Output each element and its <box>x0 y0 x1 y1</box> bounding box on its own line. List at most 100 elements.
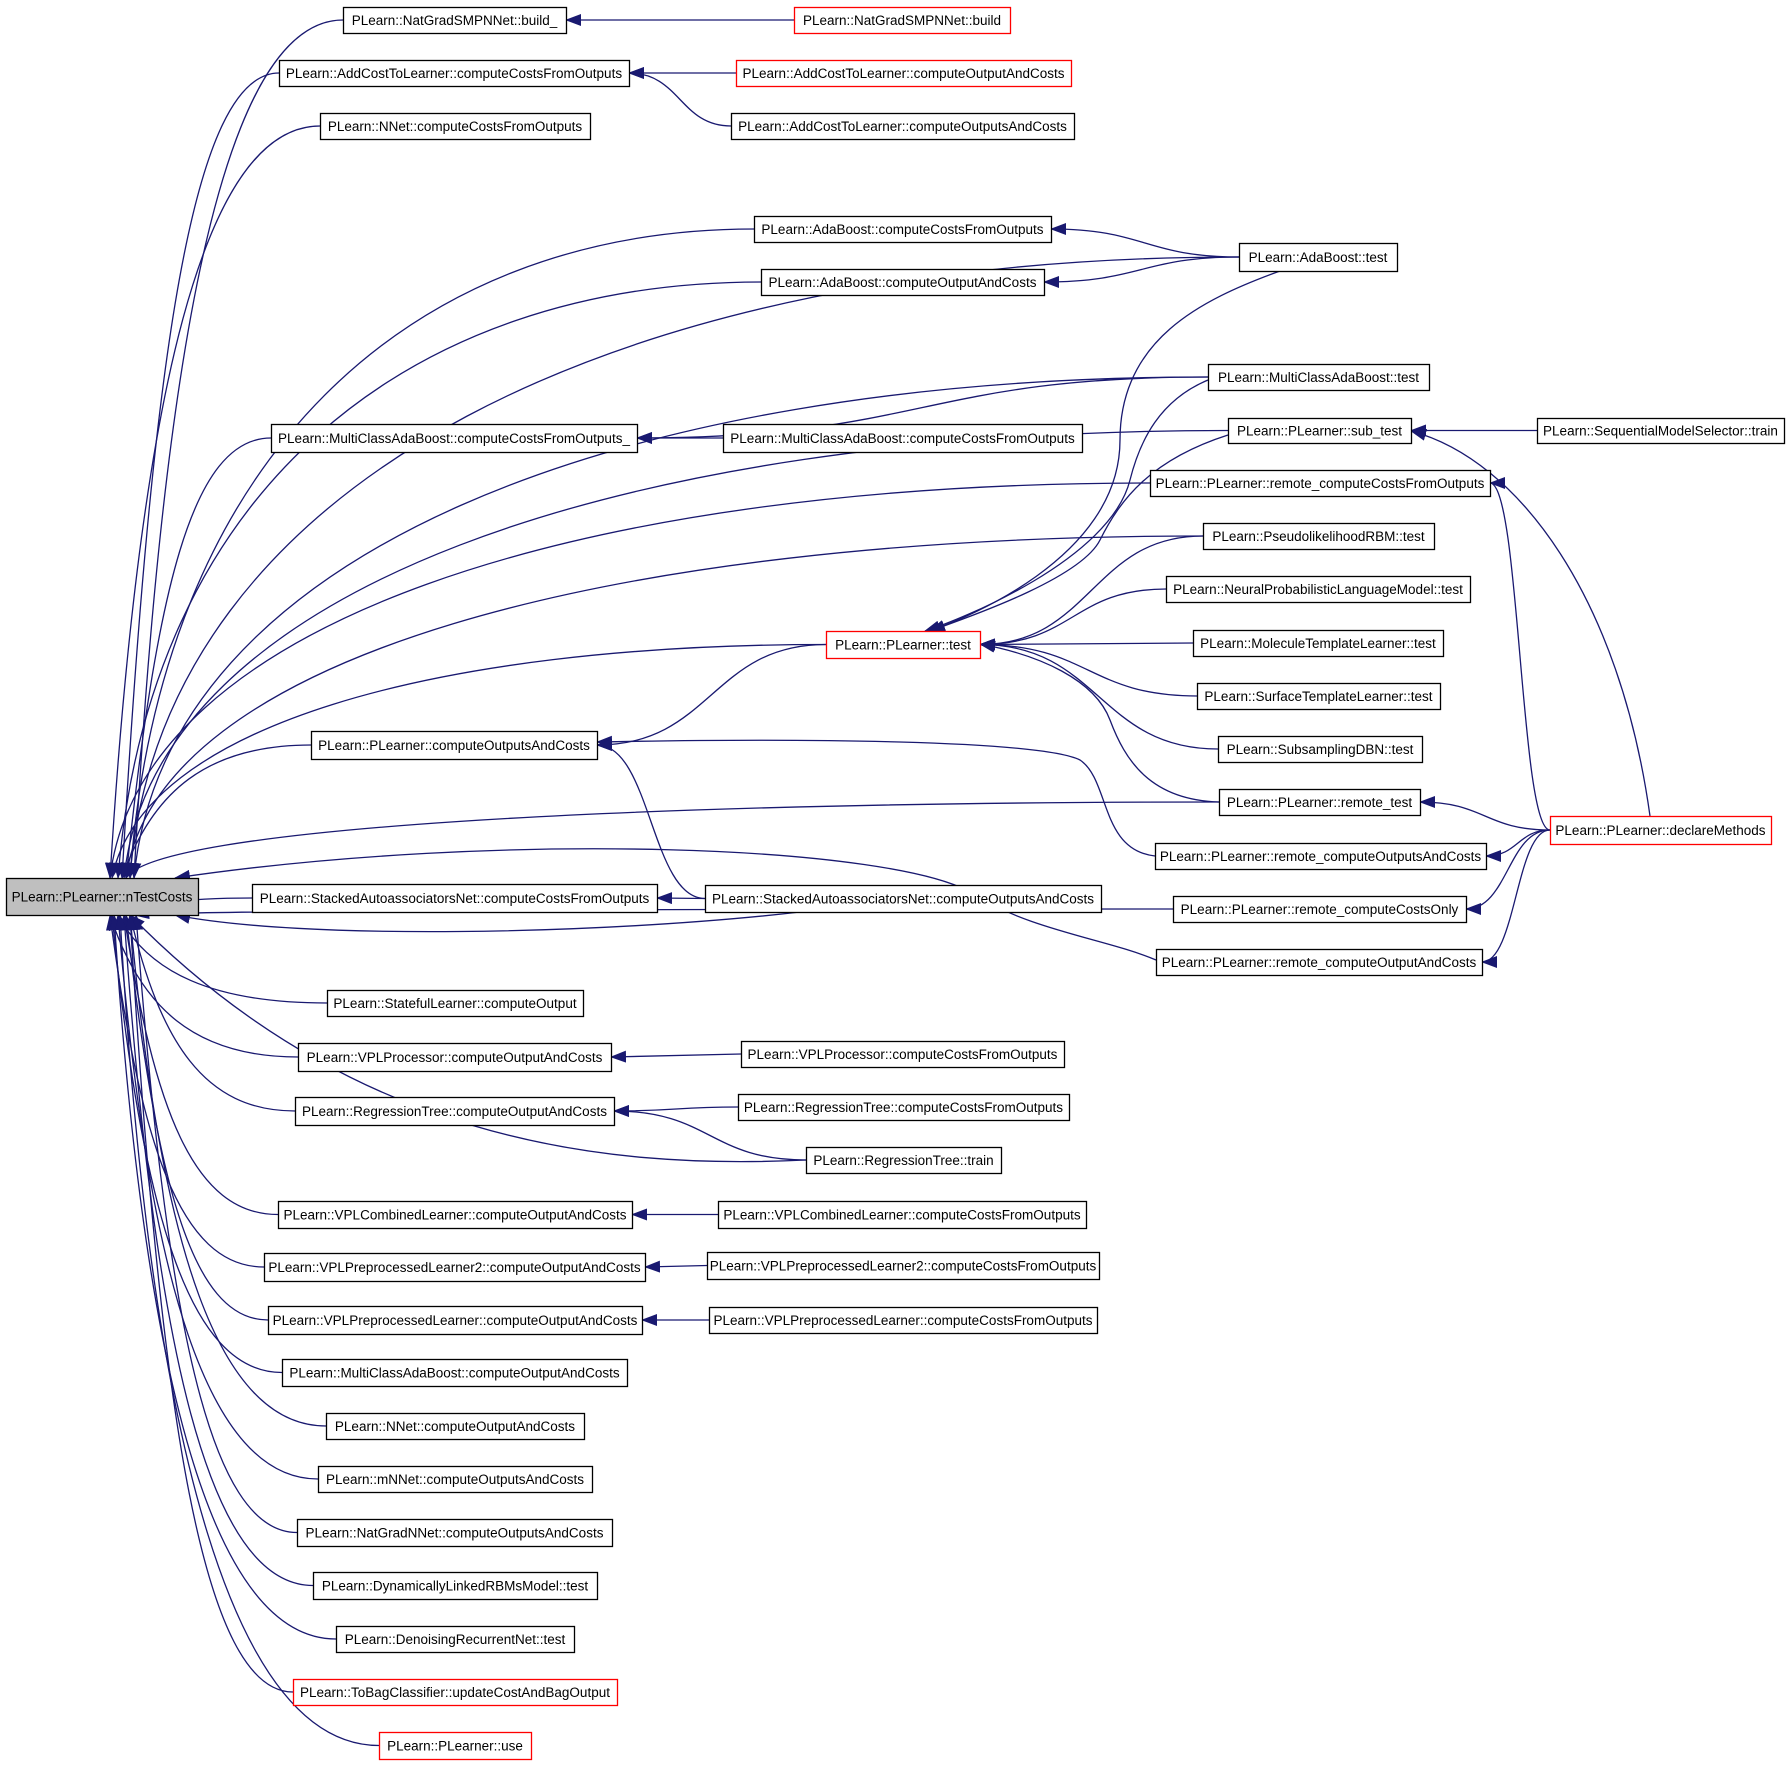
edge-plearn-regressiontree-computeoutputandcosts-to-plearn-plearner-ntestcosts <box>127 914 296 1112</box>
node-plearn-dynamicallylinkedrbmsmodel-test[interactable]: PLearn::DynamicallyLinkedRBMsModel::test <box>312 1571 599 1601</box>
node-box <box>722 423 1084 454</box>
edge-plearn-plearner-declaremethods-to-plearn-plearner-sub-test <box>1410 429 1651 817</box>
node-box <box>310 730 599 761</box>
node-plearn-addcosttolearner-computecostsfromoutputs[interactable]: PLearn::AddCostToLearner::computeCostsFr… <box>278 59 631 88</box>
node-box <box>294 1096 616 1127</box>
node-plearn-plearner-computeoutputsandcosts[interactable]: PLearn::PLearner::computeOutputsAndCosts <box>310 730 599 761</box>
edge-plearn-natgradnnet-computeoutputsandcosts-to-plearn-plearner-ntestcosts <box>131 914 298 1534</box>
node-plearn-neuralprobabilisticlanguagemodel-test[interactable]: PLearn::NeuralProbabilisticLanguageModel… <box>1165 575 1472 604</box>
node-box <box>277 1200 634 1230</box>
node-box <box>793 6 1012 35</box>
node-plearn-vplprocessor-computeoutputandcosts[interactable]: PLearn::VPLProcessor::computeOutputAndCo… <box>297 1042 613 1073</box>
edge-plearn-stackedautoassociatorsnet-computeoutputsandcosts-to-plearn-plearner-ntestcosts <box>174 911 801 933</box>
node-box <box>5 877 200 917</box>
node-box <box>1217 735 1424 764</box>
node-label: PLearn::AdaBoost::computeCostsFromOutput… <box>761 222 1043 237</box>
node-plearn-adaboost-computeoutputandcosts[interactable]: PLearn::AdaBoost::computeOutputAndCosts <box>760 268 1046 297</box>
node-plearn-multiclassadaboost-computecostsfromoutputs[interactable]: PLearn::MultiClassAdaBoost::computeCosts… <box>722 423 1084 454</box>
node-plearn-pseudolikelihoodrbm-test[interactable]: PLearn::PseudolikelihoodRBM::test <box>1202 522 1436 551</box>
node-box <box>1149 469 1492 498</box>
node-plearn-denoisingrecurrentnet-test[interactable]: PLearn::DenoisingRecurrentNet::test <box>335 1625 576 1654</box>
node-box <box>335 1625 576 1654</box>
node-label: PLearn::PseudolikelihoodRBM::test <box>1212 529 1425 544</box>
node-plearn-adaboost-computecostsfromoutputs[interactable]: PLearn::AdaBoost::computeCostsFromOutput… <box>753 215 1053 244</box>
node-plearn-subsamplingdbn-test[interactable]: PLearn::SubsamplingDBN::test <box>1217 735 1424 764</box>
node-plearn-plearner-remote-computecostsonly[interactable]: PLearn::PLearner::remote_computeCostsOnl… <box>1172 895 1468 924</box>
node-plearn-natgradnnet-computeoutputsandcosts[interactable]: PLearn::NatGradNNet::computeOutputsAndCo… <box>296 1518 614 1548</box>
node-box <box>1192 629 1445 658</box>
edge-plearn-pseudolikelihoodrbm-test-to-plearn-plearner-test <box>979 535 1204 651</box>
node-plearn-plearner-remote-test[interactable]: PLearn::PLearner::remote_test <box>1218 788 1422 817</box>
node-label: PLearn::MultiClassAdaBoost::computeOutpu… <box>289 1366 619 1381</box>
node-plearn-plearner-sub-test[interactable]: PLearn::PLearner::sub_test <box>1227 417 1413 445</box>
node-plearn-plearner-use[interactable]: PLearn::PLearner::use <box>378 1731 533 1761</box>
node-label: PLearn::DynamicallyLinkedRBMsModel::test <box>322 1579 589 1594</box>
node-box <box>735 59 1073 88</box>
edge-plearn-plearner-test-to-plearn-plearner-computeoutputsandcosts <box>596 643 827 751</box>
node-box <box>1196 682 1442 711</box>
node-plearn-plearner-declaremethods[interactable]: PLearn::PLearner::declareMethods <box>1549 815 1773 846</box>
node-box <box>267 1305 644 1336</box>
node-plearn-vplpreprocessedlearner2-computecostsfromoutputs[interactable]: PLearn::VPLPreprocessedLearner2::compute… <box>706 1251 1101 1281</box>
node-plearn-regressiontree-train[interactable]: PLearn::RegressionTree::train <box>805 1146 1003 1175</box>
node-plearn-mnnet-computeoutputsandcosts[interactable]: PLearn::mNNet::computeOutputsAndCosts <box>317 1465 594 1494</box>
node-plearn-vplcombinedlearner-computecostsfromoutputs[interactable]: PLearn::VPLCombinedLearner::computeCosts… <box>717 1200 1088 1230</box>
node-label: PLearn::PLearner::remote_test <box>1227 795 1413 810</box>
node-box <box>325 1412 586 1441</box>
node-plearn-plearner-remote-computecostsfromoutputs[interactable]: PLearn::PLearner::remote_computeCostsFro… <box>1149 469 1492 498</box>
node-plearn-nnet-computeoutputandcosts[interactable]: PLearn::NNet::computeOutputAndCosts <box>325 1412 586 1441</box>
node-plearn-stackedautoassociatorsnet-computecostsfromoutputs[interactable]: PLearn::StackedAutoassociatorsNet::compu… <box>251 883 659 914</box>
node-box <box>1154 842 1488 871</box>
node-plearn-multiclassadaboost-computecostsfromoutputs[interactable]: PLearn::MultiClassAdaBoost::computeCosts… <box>270 423 639 454</box>
node-label: PLearn::PLearner::use <box>387 1739 523 1754</box>
node-plearn-vplpreprocessedlearner2-computeoutputandcosts[interactable]: PLearn::VPLPreprocessedLearner2::compute… <box>263 1252 647 1283</box>
node-label: PLearn::PLearner::test <box>835 638 971 653</box>
node-plearn-plearner-test[interactable]: PLearn::PLearner::test <box>825 630 982 660</box>
node-plearn-addcosttolearner-computeoutputsandcosts[interactable]: PLearn::AddCostToLearner::computeOutputs… <box>730 112 1076 141</box>
node-plearn-regressiontree-computecostsfromoutputs[interactable]: PLearn::RegressionTree::computeCostsFrom… <box>737 1093 1071 1122</box>
node-label: PLearn::MultiClassAdaBoost::test <box>1218 370 1419 385</box>
node-plearn-natgradsmpnnet-build[interactable]: PLearn::NatGradSMPNNet::build <box>793 6 1012 35</box>
node-box <box>1549 815 1773 846</box>
node-box <box>1536 417 1786 445</box>
nodes-layer: PLearn::PLearner::nTestCostsPLearn::NatG… <box>5 6 1786 1761</box>
node-label: PLearn::NNet::computeOutputAndCosts <box>335 1419 575 1434</box>
node-plearn-vplcombinedlearner-computeoutputandcosts[interactable]: PLearn::VPLCombinedLearner::computeOutpu… <box>277 1200 634 1230</box>
edge-plearn-plearner-use-to-plearn-plearner-ntestcosts <box>114 914 380 1747</box>
node-plearn-plearner-ntestcosts[interactable]: PLearn::PLearner::nTestCosts <box>5 877 200 917</box>
node-plearn-nnet-computecostsfromoutputs[interactable]: PLearn::NNet::computeCostsFromOutputs <box>319 112 592 141</box>
node-label: PLearn::VPLProcessor::computeCostsFromOu… <box>748 1047 1058 1062</box>
node-label: PLearn::PLearner::computeOutputsAndCosts <box>318 738 590 753</box>
edge-plearn-multiclassadaboost-computecostsfromoutputs-to-plearn-plearner-ntestcosts <box>121 437 272 879</box>
node-plearn-sequentialmodelselector-train[interactable]: PLearn::SequentialModelSelector::train <box>1536 417 1786 445</box>
node-plearn-multiclassadaboost-test[interactable]: PLearn::MultiClassAdaBoost::test <box>1207 363 1431 392</box>
node-plearn-natgradsmpnnet-build[interactable]: PLearn::NatGradSMPNNet::build_ <box>342 6 568 35</box>
node-plearn-plearner-remote-computeoutputandcosts[interactable]: PLearn::PLearner::remote_computeOutputAn… <box>1155 948 1484 977</box>
node-label: PLearn::NNet::computeCostsFromOutputs <box>328 119 583 134</box>
node-plearn-adaboost-test[interactable]: PLearn::AdaBoost::test <box>1238 242 1399 273</box>
node-label: PLearn::VPLPreprocessedLearner2::compute… <box>710 1259 1097 1274</box>
node-plearn-multiclassadaboost-computeoutputandcosts[interactable]: PLearn::MultiClassAdaBoost::computeOutpu… <box>281 1358 629 1388</box>
edge-plearn-stackedautoassociatorsnet-computeoutputsandcosts-to-plearn-plearner-computeoutputsandcosts <box>596 739 706 900</box>
node-plearn-statefullearner-computeoutput[interactable]: PLearn::StatefulLearner::computeOutput <box>326 989 585 1018</box>
node-plearn-vplpreprocessedlearner-computeoutputandcosts[interactable]: PLearn::VPLPreprocessedLearner::computeO… <box>267 1305 644 1336</box>
node-plearn-addcosttolearner-computeoutputandcosts[interactable]: PLearn::AddCostToLearner::computeOutputA… <box>735 59 1073 88</box>
node-plearn-plearner-remote-computeoutputsandcosts[interactable]: PLearn::PLearner::remote_computeOutputsA… <box>1154 842 1488 871</box>
node-plearn-vplprocessor-computecostsfromoutputs[interactable]: PLearn::VPLProcessor::computeCostsFromOu… <box>740 1040 1066 1069</box>
node-plearn-stackedautoassociatorsnet-computeoutputsandcosts[interactable]: PLearn::StackedAutoassociatorsNet::compu… <box>704 884 1103 914</box>
node-label: PLearn::StatefulLearner::computeOutput <box>333 996 576 1011</box>
node-plearn-surfacetemplatelearner-test[interactable]: PLearn::SurfaceTemplateLearner::test <box>1196 682 1442 711</box>
node-label: PLearn::NatGradNNet::computeOutputsAndCo… <box>306 1526 604 1541</box>
node-box <box>1155 948 1484 977</box>
node-plearn-moleculetemplatelearner-test[interactable]: PLearn::MoleculeTemplateLearner::test <box>1192 629 1445 658</box>
edge-plearn-regressiontree-train-to-plearn-regressiontree-computeoutputandcosts <box>613 1105 807 1161</box>
node-box <box>1172 895 1468 924</box>
node-box <box>312 1571 599 1601</box>
node-plearn-tobagclassifier-updatecostandbagoutput[interactable]: PLearn::ToBagClassifier::updateCostAndBa… <box>292 1678 619 1707</box>
node-box <box>297 1042 613 1073</box>
node-plearn-vplpreprocessedlearner-computecostsfromoutputs[interactable]: PLearn::VPLPreprocessedLearner::computeC… <box>708 1306 1099 1335</box>
node-box <box>730 112 1076 141</box>
edge-plearn-plearner-remote-computecostsfromoutputs-to-plearn-plearner-ntestcosts <box>105 482 1151 879</box>
node-plearn-regressiontree-computeoutputandcosts[interactable]: PLearn::RegressionTree::computeOutputAnd… <box>294 1096 616 1127</box>
node-label: PLearn::PLearner::declareMethods <box>1555 823 1765 838</box>
